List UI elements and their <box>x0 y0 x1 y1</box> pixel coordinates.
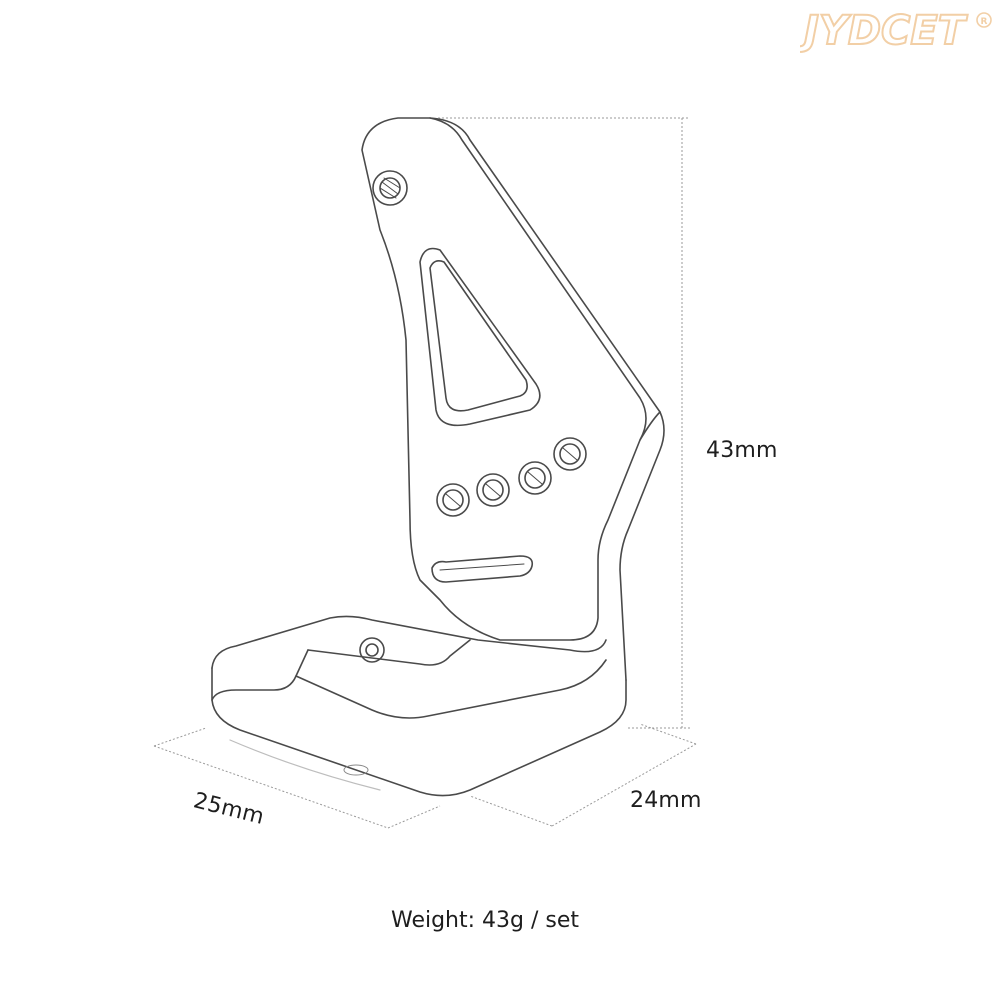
weight-spec: Weight: 43g / set <box>390 908 580 933</box>
brand-logo: JYDCET R <box>800 7 992 54</box>
servo-mount-bracket-icon <box>211 117 665 797</box>
svg-text:JYDCET: JYDCET <box>800 8 968 54</box>
height-dimension-label: 43mm <box>706 438 778 463</box>
depth-dimension-label: 24mm <box>630 788 702 813</box>
svg-text:R: R <box>981 17 988 27</box>
dimension-lines <box>153 117 697 829</box>
